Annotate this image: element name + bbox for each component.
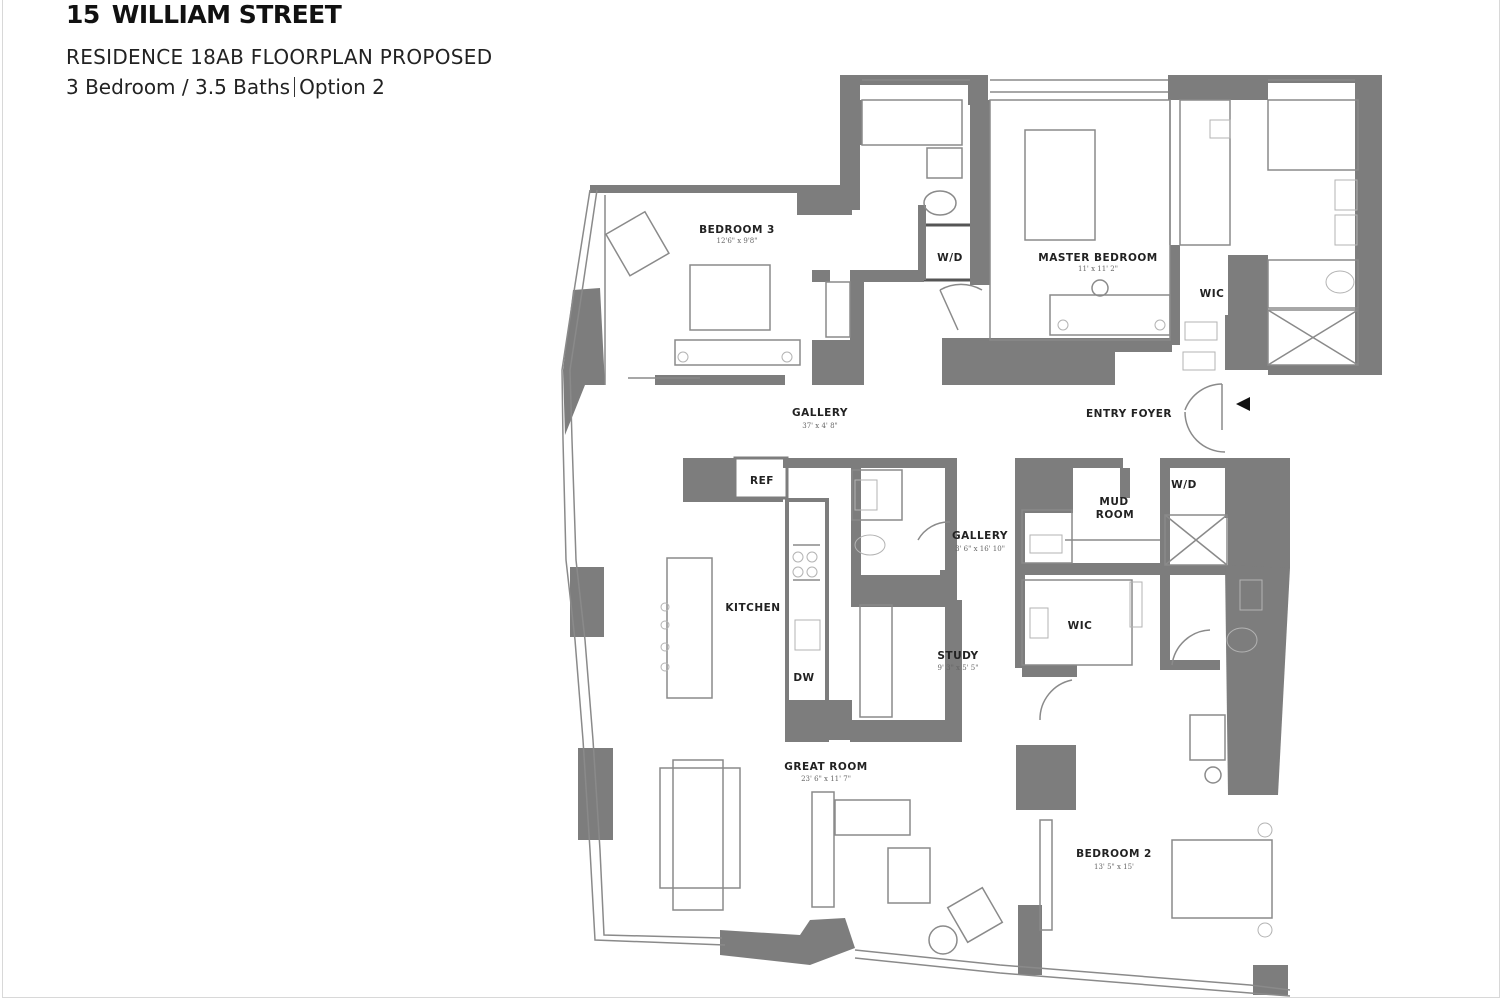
label-study: STUDY: [937, 650, 978, 662]
building-number: 15: [66, 0, 100, 29]
label-kitchen: KITCHEN: [725, 602, 780, 614]
page-title: 15 WILLIAM STREET: [66, 0, 342, 29]
layout-beds: 3 Bedroom / 3.5 Baths: [66, 75, 291, 99]
layout-summary: 3 Bedroom / 3.5 Baths Option 2: [66, 75, 385, 99]
label-dw: DW: [793, 672, 814, 684]
entry-arrow-icon: [1236, 397, 1250, 411]
label-wd-upper: W/D: [937, 252, 963, 264]
dims-gallery-small: 3' 6" x 16' 10": [955, 545, 1005, 553]
separator: [294, 77, 296, 97]
label-mud-room-line1: MUD: [1099, 496, 1128, 508]
dims-bedroom-3: 12'6" x 9'8": [717, 237, 758, 245]
label-entry-foyer: ENTRY FOYER: [1086, 408, 1172, 420]
label-gallery-small: GALLERY: [952, 530, 1008, 542]
label-wic-master: WIC: [1200, 288, 1225, 300]
layout-option: Option 2: [299, 75, 385, 99]
label-wic-lower: WIC: [1068, 620, 1093, 632]
floorplan-subtitle: RESIDENCE 18AB FLOORPLAN PROPOSED: [66, 45, 493, 69]
dims-great-room: 23' 6" x 11' 7": [801, 775, 851, 783]
label-mud-room-line2: ROOM: [1096, 509, 1134, 521]
label-great-room: GREAT ROOM: [784, 761, 867, 773]
building-name: WILLIAM STREET: [111, 0, 342, 29]
label-gallery-main: GALLERY: [792, 407, 848, 419]
dims-gallery-main: 37' x 4' 8": [802, 422, 838, 430]
label-wd-lower: W/D: [1171, 479, 1197, 491]
fixtures: [660, 119, 1358, 938]
outline-lines: [561, 79, 1359, 997]
label-master-bedroom: MASTER BEDROOM: [1038, 252, 1158, 264]
label-bedroom-3: BEDROOM 3: [699, 224, 775, 236]
label-ref: REF: [750, 475, 774, 487]
dims-master-bedroom: 11' x 11' 2": [1078, 265, 1118, 273]
label-bedroom-2: BEDROOM 2: [1076, 848, 1152, 860]
dims-study: 9' 3" x 5' 5": [938, 664, 979, 672]
walls: [563, 75, 1382, 995]
dims-bedroom-2: 13' 5" x 15': [1094, 863, 1134, 871]
